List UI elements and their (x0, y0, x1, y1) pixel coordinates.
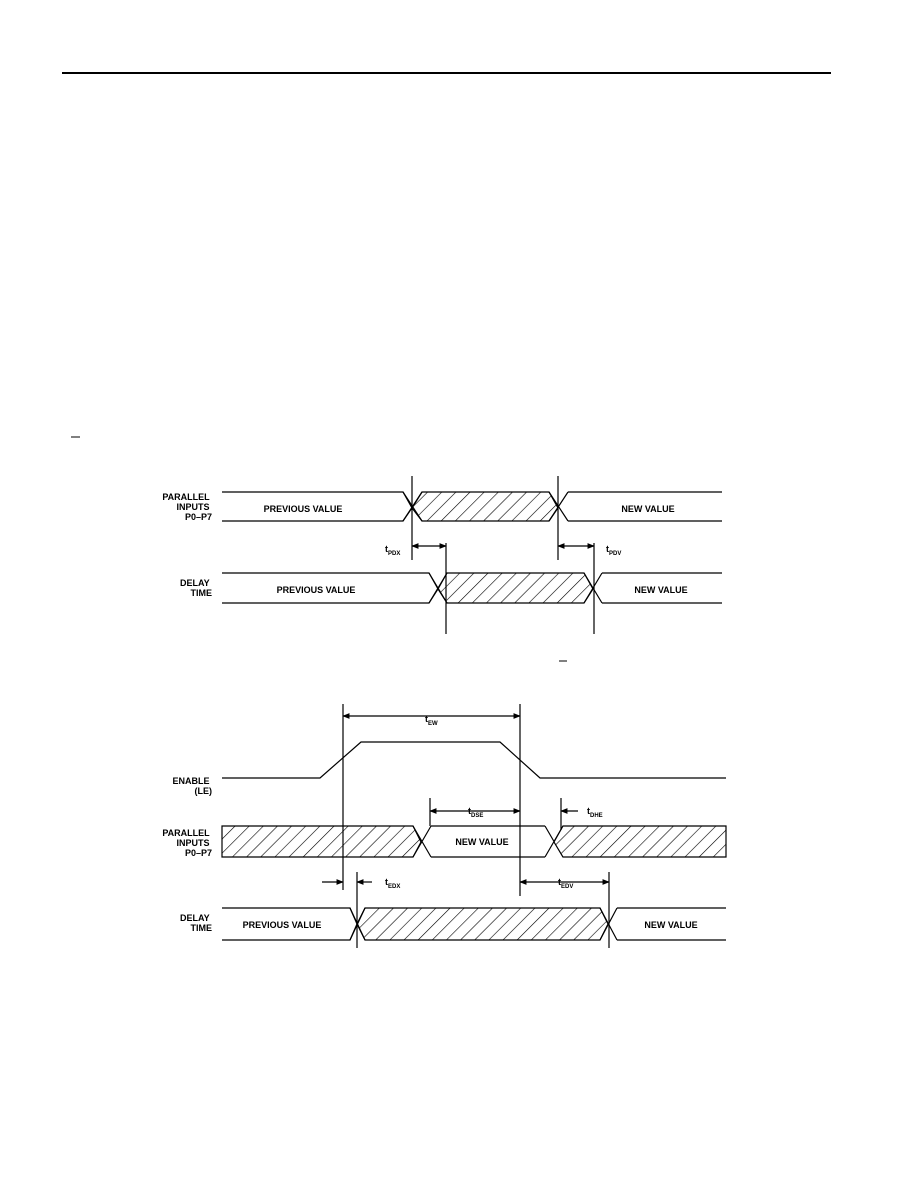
inputs-new-value-2: NEW VALUE (455, 837, 508, 847)
inputs-invalid-region (411, 491, 559, 522)
tdhe-label: tDHE (587, 806, 603, 819)
delay-previous-value-2: PREVIOUS VALUE (243, 920, 322, 930)
tedv-label: tEDV (558, 877, 573, 890)
inputs-signal-label: PARALLEL INPUTS P0–P7 (162, 492, 212, 522)
tpdx-label: tPDX (385, 544, 400, 557)
delay-signal-label: DELAY TIME (180, 578, 212, 598)
delay-invalid-region-2 (356, 907, 609, 941)
inputs-invalid-right (553, 825, 727, 858)
enable-signal-label: ENABLE (LE) (172, 776, 212, 796)
diagram-2 (221, 704, 727, 948)
tpdv-label: tPDV (606, 544, 621, 557)
tedx-label: tEDX (385, 877, 400, 890)
inputs-invalid-left (221, 825, 422, 858)
inputs-previous-value: PREVIOUS VALUE (264, 504, 343, 514)
tew-label: tEW (425, 714, 438, 727)
tdse-label: tDSE (468, 806, 483, 819)
delay-signal-label-2: DELAY TIME (180, 913, 212, 933)
delay-new-value: NEW VALUE (634, 585, 687, 595)
enable-waveform (222, 741, 726, 779)
delay-waveform (222, 572, 722, 604)
delay-invalid-region (437, 572, 594, 604)
diagram-1 (222, 476, 722, 634)
delay-previous-value: PREVIOUS VALUE (277, 585, 356, 595)
inputs-new-value: NEW VALUE (621, 504, 674, 514)
inputs-signal-label-2: PARALLEL INPUTS P0–P7 (162, 828, 212, 858)
delay-new-value-2: NEW VALUE (644, 920, 697, 930)
